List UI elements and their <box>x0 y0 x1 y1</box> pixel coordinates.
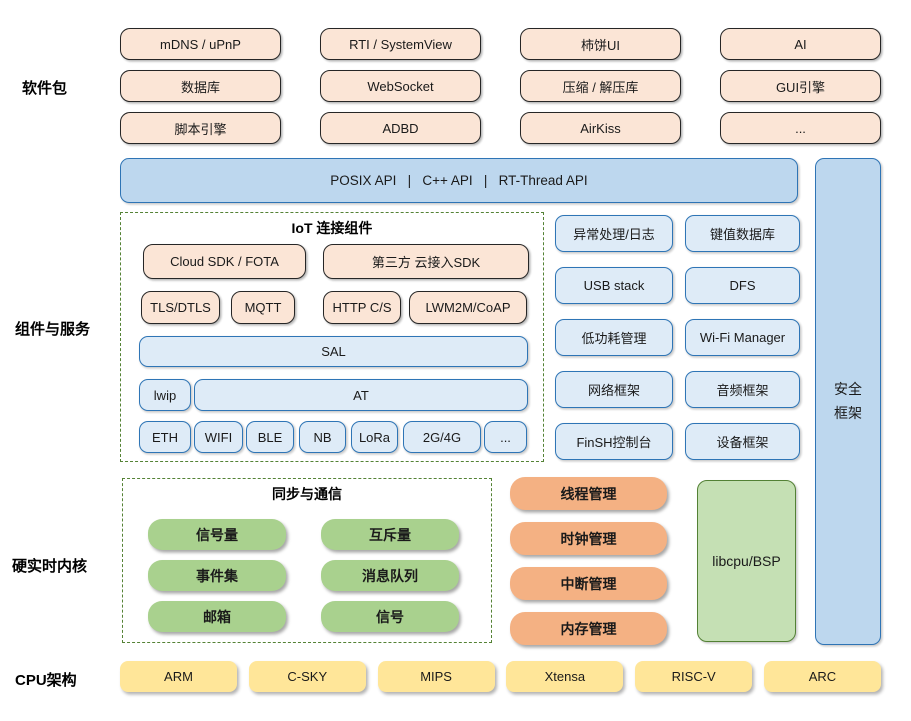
link-box: BLE <box>246 421 294 453</box>
protocol-box: LWM2M/CoAP <box>409 291 527 324</box>
ipc-box: 邮箱 <box>148 601 286 632</box>
kernel-management-column: 线程管理 时钟管理 中断管理 内存管理 <box>510 477 667 645</box>
libcpu-bsp-box: libcpu/BSP <box>697 480 796 642</box>
at-bar: AT <box>194 379 528 411</box>
section-label-cpu-arch: CPU架构 <box>15 672 77 689</box>
package-box: 脚本引擎 <box>120 112 281 144</box>
cpu-arch-box: C-SKY <box>248 661 366 692</box>
sal-bar: SAL <box>139 336 528 367</box>
cpu-arch-box: RISC-V <box>635 661 753 692</box>
service-box: 低功耗管理 <box>555 319 673 356</box>
protocol-box: MQTT <box>231 291 295 324</box>
cpu-arch-box: ARC <box>763 661 881 692</box>
ipc-box: 信号 <box>321 601 459 632</box>
service-box: 键值数据库 <box>685 215 800 252</box>
service-box: Wi-Fi Manager <box>685 319 800 356</box>
link-box: WIFI <box>194 421 243 453</box>
iot-components-title: IoT 连接组件 <box>291 220 373 236</box>
api-bar: POSIX API | C++ API | RT-Thread API <box>120 158 798 203</box>
service-box: 网络框架 <box>555 371 673 408</box>
ipc-box: 事件集 <box>148 560 286 591</box>
third-party-sdk-box: 第三方 云接入SDK <box>323 244 529 279</box>
section-label-kernel: 硬实时内核 <box>12 558 88 575</box>
package-box: 数据库 <box>120 70 281 102</box>
sync-ipc-title: 同步与通信 <box>272 486 342 502</box>
iot-components-group: IoT 连接组件 Cloud SDK / FOTA 第三方 云接入SDK TLS… <box>120 212 544 462</box>
service-box: 设备框架 <box>685 423 800 460</box>
protocol-box: TLS/DTLS <box>141 291 220 324</box>
package-box: 柿饼UI <box>520 28 681 60</box>
package-box: RTI / SystemView <box>320 28 481 60</box>
package-box: AI <box>720 28 881 60</box>
package-box: ADBD <box>320 112 481 144</box>
sync-ipc-grid: 信号量 互斥量 事件集 消息队列 邮箱 信号 <box>148 519 459 632</box>
cpu-arch-row: ARM C-SKY MIPS Xtensa RISC-V ARC <box>120 661 881 692</box>
service-box: USB stack <box>555 267 673 304</box>
cloud-sdk-box: Cloud SDK / FOTA <box>143 244 306 279</box>
service-box: FinSH控制台 <box>555 423 673 460</box>
service-box: 音频框架 <box>685 371 800 408</box>
kernel-mgmt-box: 时钟管理 <box>510 522 667 555</box>
link-box: ... <box>484 421 527 453</box>
ipc-box: 互斥量 <box>321 519 459 550</box>
package-box: 压缩 / 解压库 <box>520 70 681 102</box>
lwip-box: lwip <box>139 379 191 411</box>
cpu-arch-box: ARM <box>120 661 237 692</box>
section-label-components-services: 组件与服务 <box>15 321 91 338</box>
component-services-grid: 异常处理/日志 键值数据库 USB stack DFS 低功耗管理 Wi-Fi … <box>555 215 800 460</box>
service-box: 异常处理/日志 <box>555 215 673 252</box>
kernel-mgmt-box: 线程管理 <box>510 477 667 510</box>
package-box: AirKiss <box>520 112 681 144</box>
link-box: ETH <box>139 421 191 453</box>
ipc-box: 消息队列 <box>321 560 459 591</box>
kernel-mgmt-box: 中断管理 <box>510 567 667 600</box>
security-framework-bar: 安全 框架 <box>815 158 881 645</box>
package-box: ... <box>720 112 881 144</box>
protocol-box: HTTP C/S <box>323 291 401 324</box>
sync-ipc-group: 同步与通信 信号量 互斥量 事件集 消息队列 邮箱 信号 <box>122 478 492 643</box>
package-box: WebSocket <box>320 70 481 102</box>
cpu-arch-box: Xtensa <box>506 661 624 692</box>
kernel-mgmt-box: 内存管理 <box>510 612 667 645</box>
link-box: NB <box>299 421 346 453</box>
software-packages-grid: mDNS / uPnP RTI / SystemView 柿饼UI AI 数据库… <box>120 28 881 144</box>
package-box: mDNS / uPnP <box>120 28 281 60</box>
ipc-box: 信号量 <box>148 519 286 550</box>
link-box: LoRa <box>351 421 398 453</box>
package-box: GUI引擎 <box>720 70 881 102</box>
service-box: DFS <box>685 267 800 304</box>
section-label-software-packages: 软件包 <box>22 80 68 97</box>
cpu-arch-box: MIPS <box>377 661 495 692</box>
link-box: 2G/4G <box>403 421 481 453</box>
